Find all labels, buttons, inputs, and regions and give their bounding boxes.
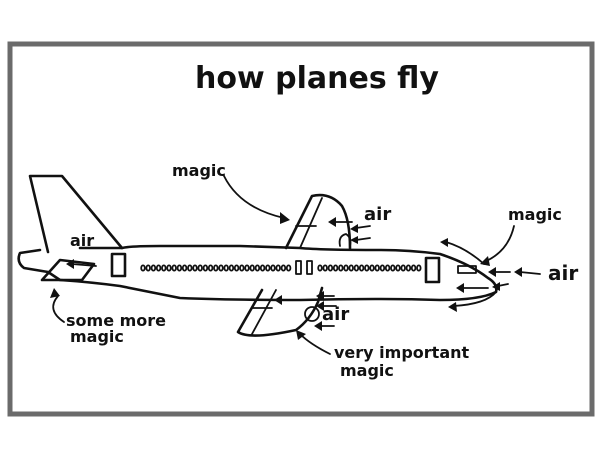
cabin-window	[317, 264, 323, 272]
lower-engine	[304, 306, 320, 322]
cabin-window	[140, 264, 146, 272]
cabin-window	[213, 264, 219, 272]
cabin-window	[348, 264, 354, 272]
cabin-window	[233, 264, 240, 272]
label-some-more-2: magic	[70, 327, 124, 346]
rear-door	[110, 252, 127, 278]
label-magic-top: magic	[172, 161, 226, 180]
tail-fin	[28, 174, 124, 254]
label-some-more-1: some more	[66, 311, 166, 330]
fuselage-outline	[17, 244, 498, 302]
label-very-important-1: very important	[334, 343, 470, 362]
cabin-window	[181, 264, 188, 272]
cockpit-window	[457, 265, 477, 274]
mid-door-1	[295, 260, 302, 275]
cabin-window	[358, 264, 365, 272]
arrow-magic-to-wing	[223, 175, 285, 219]
cabin-window	[390, 264, 396, 272]
cabin-window	[395, 264, 401, 272]
label-air-nose: air	[548, 261, 578, 285]
cabin-window	[280, 264, 287, 272]
cabin-window	[384, 264, 391, 272]
cabin-window	[405, 264, 412, 272]
label-very-important-2: magic	[340, 361, 394, 380]
cabin-window	[192, 264, 198, 272]
cabin-window	[379, 264, 386, 272]
cabin-window	[166, 264, 172, 272]
cabin-window	[400, 264, 406, 272]
cabin-window	[343, 264, 349, 272]
cabin-window	[275, 264, 281, 272]
upper-wing	[284, 193, 352, 250]
label-air-upper: air	[364, 204, 391, 225]
label-magic-nose: magic	[508, 205, 562, 224]
flow-arrows	[50, 175, 541, 355]
flow-under	[453, 291, 497, 307]
cabin-window	[197, 264, 203, 272]
cabin-window	[254, 264, 261, 272]
cabin-window	[249, 264, 255, 272]
airplane	[17, 174, 498, 337]
cabin-window	[171, 264, 177, 272]
cabin-window	[150, 264, 157, 272]
upper-engine	[338, 233, 352, 247]
arrowhead	[280, 212, 290, 224]
cabin-window	[202, 264, 209, 272]
cabin-windows	[140, 264, 422, 272]
cabin-window	[155, 264, 162, 272]
mid-door-2	[306, 260, 313, 275]
cabin-window	[364, 264, 370, 272]
lower-wing-flap	[251, 289, 277, 335]
flow-over-top	[445, 241, 485, 265]
cabin-window	[265, 264, 271, 272]
cabin-window	[223, 264, 229, 272]
cabin-window	[332, 264, 339, 272]
cabin-window	[353, 264, 360, 272]
arrow-magic-to-stabilizer	[52, 295, 65, 323]
front-door	[424, 256, 441, 284]
horizontal-stabilizer	[40, 258, 96, 282]
cabin-window	[270, 264, 276, 272]
cabin-window	[369, 264, 375, 272]
cabin-window	[187, 264, 193, 272]
cabin-window	[285, 264, 292, 272]
cabin-window	[218, 264, 224, 272]
cabin-window	[410, 264, 417, 272]
cabin-window	[239, 264, 245, 272]
cabin-window	[244, 264, 250, 272]
cabin-window	[207, 264, 214, 272]
cabin-window	[322, 264, 328, 272]
cabin-window	[228, 264, 235, 272]
cabin-window	[338, 264, 344, 272]
frame-border	[7, 41, 595, 417]
cabin-window	[259, 264, 266, 272]
cabin-window	[374, 264, 380, 272]
cabin-window	[145, 264, 151, 272]
label-air-tail: air	[70, 231, 94, 250]
cabin-window	[161, 264, 167, 272]
upper-wing-flap	[295, 197, 323, 249]
title: how planes fly	[195, 61, 439, 96]
label-air-lower: air	[322, 304, 349, 325]
cabin-window	[416, 264, 422, 272]
cabin-window	[176, 264, 183, 272]
cabin-window	[327, 264, 334, 272]
